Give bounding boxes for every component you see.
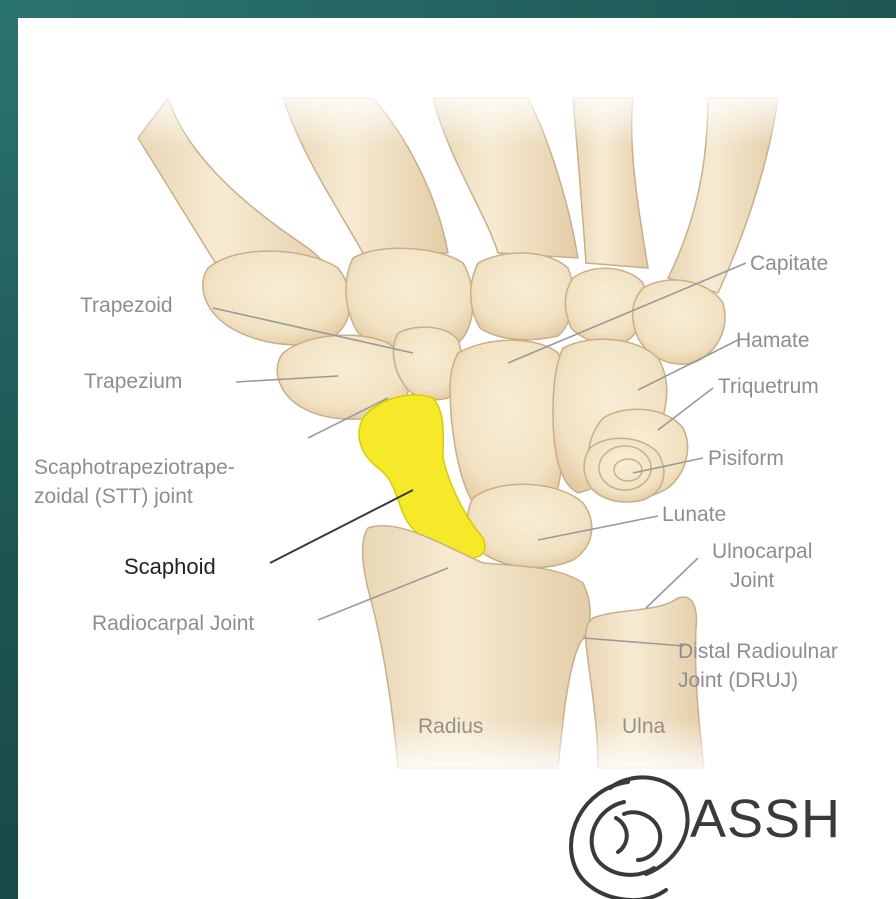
label-ulnocarpal-line1: Ulnocarpal (712, 540, 812, 564)
slide-frame-left (0, 0, 18, 899)
assh-logo-mark (571, 777, 687, 899)
slide-frame-top (0, 0, 896, 18)
label-druj-line2: Joint (DRUJ) (678, 669, 798, 693)
label-stt-joint-line2: zoidal (STT) joint (34, 485, 193, 509)
label-druj-line1: Distal Radioulnar (678, 640, 838, 664)
label-trapezoid: Trapezoid (80, 294, 173, 318)
base-mc3 (471, 253, 573, 340)
label-lunate: Lunate (662, 503, 726, 527)
label-triquetrum: Triquetrum (718, 375, 819, 399)
label-pisiform: Pisiform (708, 447, 784, 471)
label-ulnocarpal-line2: Joint (730, 569, 774, 593)
lunate (468, 484, 592, 567)
label-scaphoid: Scaphoid (124, 555, 216, 579)
label-trapezium: Trapezium (84, 370, 182, 394)
label-hamate: Hamate (736, 329, 810, 353)
label-ulna: Ulna (622, 715, 665, 739)
label-radiocarpal-joint: Radiocarpal Joint (92, 612, 254, 636)
carpal-bones (277, 327, 687, 567)
label-stt-joint-line1: Scaphotrapeziotrape- (34, 456, 235, 480)
assh-logo-text: ASSH (690, 789, 841, 849)
pisiform (584, 438, 664, 502)
slide-canvas: Trapezoid Trapezium Scaphotrapeziotrape-… (18, 18, 896, 899)
label-radius: Radius (418, 715, 483, 739)
label-capitate: Capitate (750, 252, 828, 276)
base-mc1 (203, 251, 351, 345)
